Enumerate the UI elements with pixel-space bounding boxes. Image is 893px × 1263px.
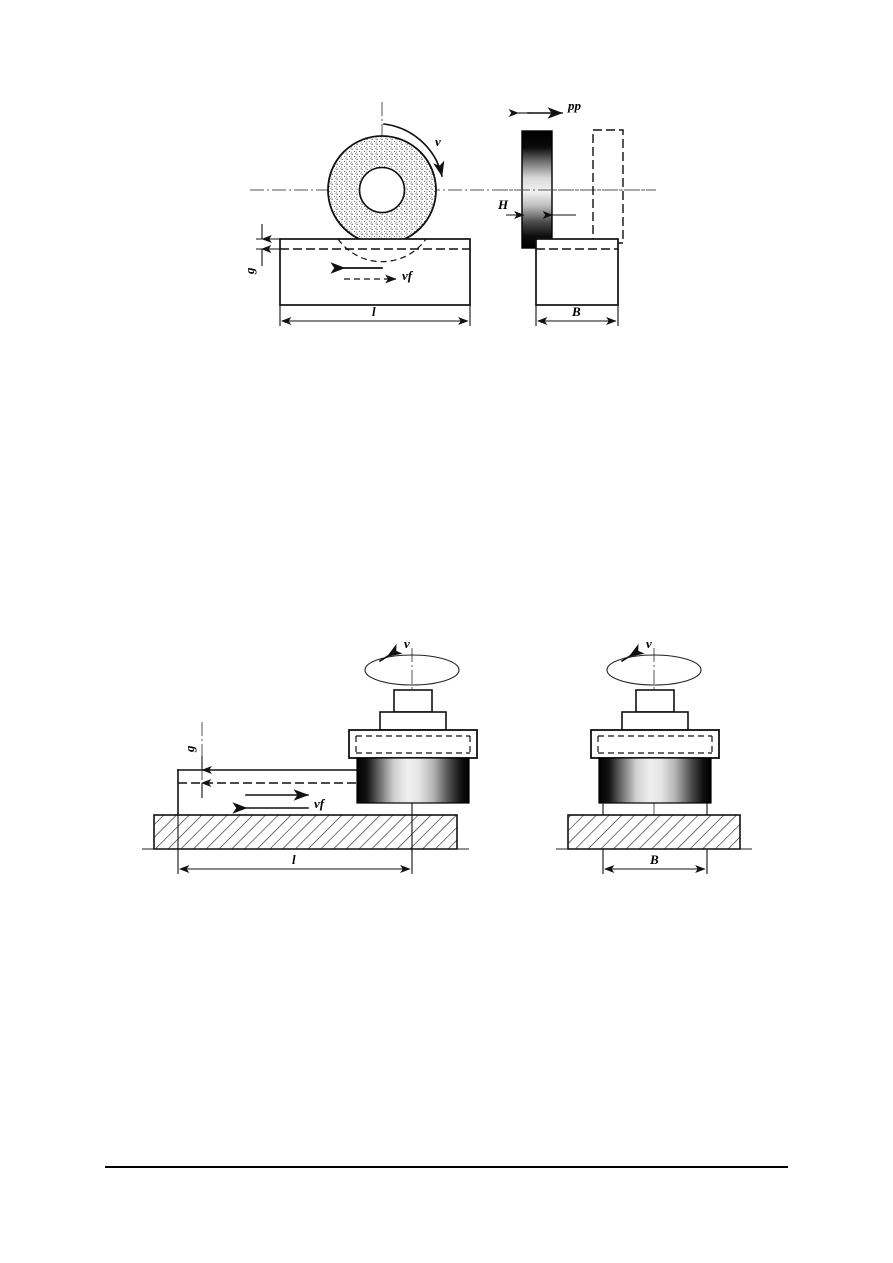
rotation-arrowhead-right: [620, 643, 645, 663]
figure-peripheral-grinding: v g vf: [236, 88, 656, 348]
wheel-flange-left: [348, 729, 478, 759]
label-width-fig2: B: [649, 852, 659, 867]
page-bottom-rule: [105, 1166, 788, 1168]
label-depth-of-cut-fig2: g: [182, 745, 197, 753]
label-feed-speed-fig2: vf: [314, 796, 326, 811]
dimension-width-fig2: B: [603, 852, 706, 873]
dimension-depth-of-cut-fig2: g: [182, 722, 212, 798]
label-cross-feed-fig1: pp: [567, 98, 582, 113]
cross-feed-arrow-fig1: pp: [508, 98, 582, 119]
label-wheel-width-fig1: H: [497, 197, 509, 212]
dimension-wheel-width-fig1: H: [497, 197, 576, 219]
workpiece-rect-side: [535, 238, 619, 306]
label-wheel-speed-right-fig2: v: [646, 636, 652, 651]
wheel-flange-right: [590, 729, 720, 759]
cup-grinding-wheel-right: [598, 757, 712, 804]
dimension-length-fig1: l: [279, 304, 471, 326]
label-depth-of-cut-fig1: g: [242, 267, 257, 275]
wheel-rotation-arrow: [383, 123, 445, 177]
feed-arrows-fig1: [330, 262, 397, 284]
rotation-ellipse-left: [364, 654, 460, 686]
grinding-wheel-front: [327, 135, 437, 245]
machine-table-left: [142, 814, 469, 850]
workpiece-front: [279, 238, 471, 306]
spindle-shaft-right: [635, 689, 675, 713]
rotation-indicator-left-fig2: [364, 643, 460, 686]
feed-arrows-fig2: vf: [232, 789, 326, 814]
label-wheel-speed-left-fig2: v: [404, 636, 410, 651]
cup-wheel-body-left: [356, 757, 470, 804]
spindle-shaft-left: [393, 689, 433, 713]
machine-table-right: [556, 814, 752, 850]
label-length-fig1: l: [372, 304, 376, 319]
dimension-length-fig2: l: [178, 852, 411, 873]
rotation-indicator-right-fig2: [606, 643, 702, 686]
workpiece-side: [535, 238, 619, 306]
wheel-bore-circle: [358, 166, 406, 214]
table-rect-right: [567, 814, 741, 850]
rotation-arrowhead-left: [378, 643, 403, 663]
label-length-fig2: l: [292, 852, 296, 867]
label-width-fig1: B: [571, 304, 581, 319]
table-rect-left: [153, 814, 458, 850]
spindle-assembly-left: [348, 689, 478, 759]
figure-cup-wheel-grinding: v: [136, 626, 776, 896]
rotation-ellipse-right: [606, 654, 702, 686]
cup-grinding-wheel-left: [356, 757, 470, 804]
spindle-collar-left: [379, 711, 447, 731]
dimension-width-fig1: B: [535, 304, 619, 326]
spindle-assembly-right: [590, 689, 720, 759]
rotation-arc: [383, 123, 445, 177]
label-feed-speed-fig1: vf: [402, 268, 414, 283]
cup-wheel-body-right: [598, 757, 712, 804]
label-wheel-speed-fig1: v: [435, 134, 441, 149]
phantom-wheel-rect: [592, 129, 624, 244]
dimension-depth-of-cut-fig1: g: [242, 224, 284, 275]
wheel-contact-arc: [337, 238, 427, 263]
spindle-collar-right: [621, 711, 689, 731]
workpiece-rect-front: [279, 238, 471, 306]
